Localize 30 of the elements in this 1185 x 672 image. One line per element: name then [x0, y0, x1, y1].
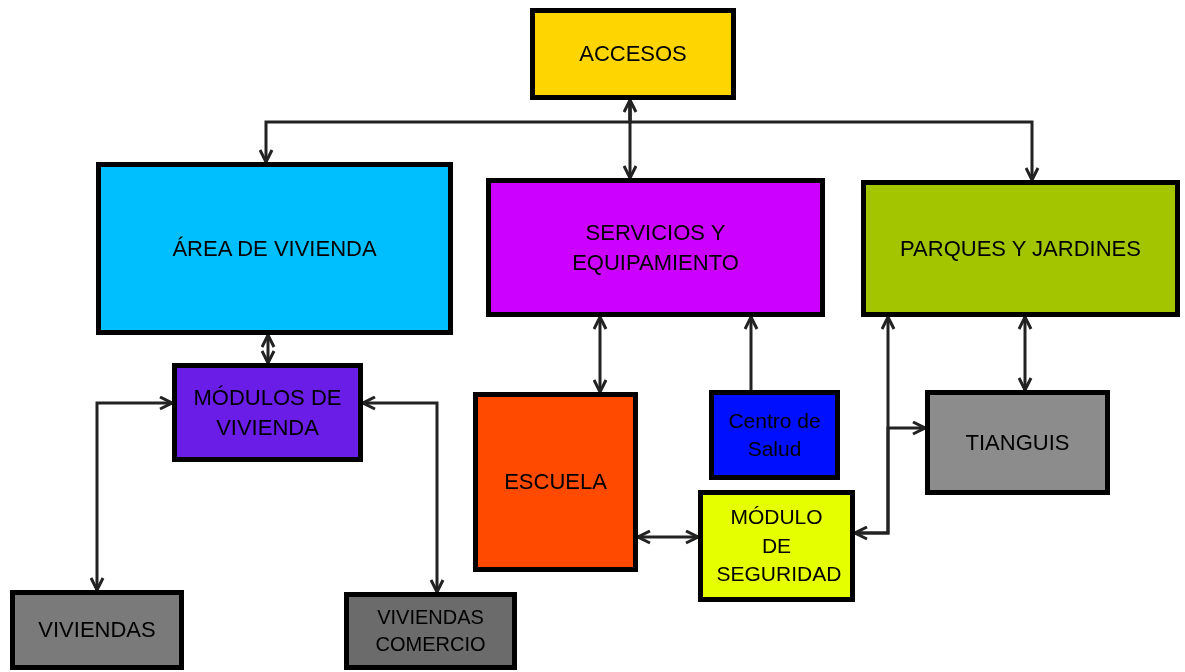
- arrow: [361, 395, 445, 594]
- box-label: TIANGUIS: [965, 428, 1070, 457]
- arrow: [636, 529, 700, 545]
- process-box: [530, 8, 736, 100]
- box-label: ACCESOS: [579, 40, 687, 69]
- process-box: [698, 490, 855, 602]
- arrow: [260, 333, 276, 365]
- box-label: SERVICIOS Y EQUIPAMIENTO: [571, 218, 740, 277]
- box-label: ÁREA DE VIVIENDA: [172, 234, 377, 263]
- arrow: [743, 315, 759, 390]
- arrow: [89, 395, 174, 592]
- process-box: [96, 162, 453, 335]
- box-label: MÓDULOS DE VIVIENDA: [192, 383, 343, 442]
- arrow: [622, 98, 638, 180]
- arrow: [1017, 315, 1033, 392]
- process-box: [925, 390, 1110, 495]
- box-label: ESCUELA: [504, 468, 607, 497]
- arrow: [853, 315, 896, 541]
- box-label: VIVIENDAS COMERCIO: [374, 605, 487, 657]
- box-label: PARQUES Y JARDINES: [900, 234, 1141, 263]
- box-label: Centro de Salud: [727, 407, 822, 462]
- process-box: [172, 363, 363, 462]
- process-box: [10, 590, 184, 670]
- process-box: [473, 392, 638, 572]
- process-box: [709, 390, 840, 480]
- box-label: VIVIENDAS: [38, 616, 156, 645]
- arrow: [592, 315, 608, 394]
- process-box: [486, 178, 825, 317]
- process-box: [861, 180, 1180, 317]
- process-box: [344, 592, 517, 670]
